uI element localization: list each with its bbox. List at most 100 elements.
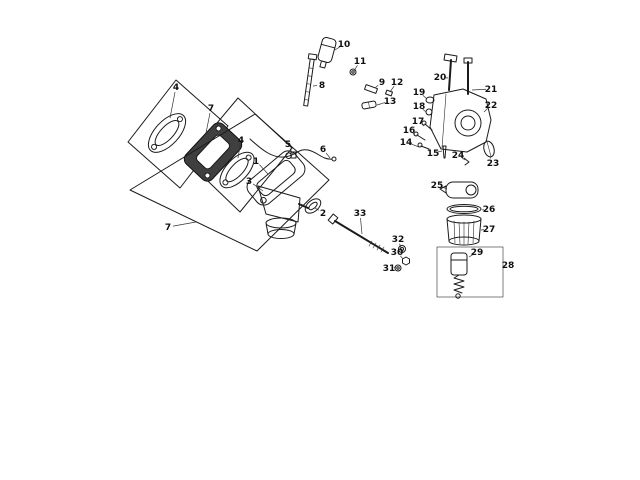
thread-tick [306,83,312,85]
panel-outline-1 [127,79,229,189]
choke-lever-plate [443,53,458,63]
thread-tick [304,99,309,101]
washer-part-31 [394,264,402,272]
callout-leader-30 [399,255,404,260]
carburetor-body-side [429,88,492,153]
flange-outer [246,150,306,206]
callout-label-20: 20 [434,73,447,83]
bolt-thread-tick [380,246,385,253]
callout-leader-15 [437,150,443,153]
callout-label-1: 1 [253,157,259,167]
float-bowl-group [439,181,482,246]
callout-label-32: 32 [392,235,405,245]
plate-axis [486,140,492,158]
fitting-part-9 [364,84,378,94]
callout-leader-2 [314,207,319,211]
callout-label-21: 21 [485,85,498,95]
callout-leader-10 [334,46,341,51]
callout-label-29: 29 [471,248,484,258]
gasket-outer-oval [219,151,255,189]
callout-label-6: 6 [320,145,326,155]
bracket-bolt-hole [204,172,211,179]
flange-throat [256,159,296,197]
callout-leader-3 [252,183,264,192]
venturi-bore-outer [454,109,482,137]
choke-shaft [448,59,452,91]
float-pin-clip-part-24 [463,157,470,166]
carburetor-body [257,185,301,223]
float-detail [465,184,477,196]
thread-tick [307,75,313,77]
flange-bolt-hole [285,152,292,159]
spacer-line [368,101,370,109]
callout-label-8: 8 [319,81,325,91]
callout-label-25: 25 [431,181,444,191]
mounting-gasket-drawing-b [219,151,255,189]
callout-leader-32 [399,243,402,249]
callout-label-14: 14 [400,138,413,148]
gasket-bolt-hole [151,143,158,150]
callout-leader-12 [389,85,395,93]
solenoid-stem [319,60,327,69]
callout-label-27: 27 [483,225,496,235]
gasket-inner-oval [225,157,249,183]
gasket-outer-oval [304,198,322,214]
gasket-bolt-hole [176,116,183,123]
callout-label-11: 11 [354,57,367,67]
choke-link-wire [249,138,333,160]
fitting-part-12 [384,89,394,97]
callout-leader-14 [410,143,420,148]
gasket-inner-oval [308,201,318,211]
bowl-rib [467,221,470,245]
callout-leader-33 [360,217,363,235]
shaft-seal-part-19 [425,96,435,104]
bowl-rib [453,220,456,244]
callout-label-26: 26 [483,205,496,215]
screw-shaft-17 [424,123,433,131]
callout-label-17: 17 [412,117,425,127]
washer-hole-11 [351,70,355,74]
callout-label-15: 15 [427,149,440,159]
bowl-wall [478,218,482,242]
callout-leader-23 [489,156,492,159]
carburetor-side-view [413,53,495,166]
gasket-bolt-hole [245,154,252,161]
carburetor-front-view [246,138,337,239]
fitting-body [364,84,378,94]
bowl-side [293,222,297,235]
callout-leader-4 [237,144,241,159]
callout-leader-9 [374,84,379,89]
callout-label-18: 18 [413,102,426,112]
bracket-opening [195,134,231,170]
kit-box-outline-part-28 [436,246,504,298]
bowl-gasket-inner [449,205,479,213]
kit-spring [453,274,465,294]
inlet-gasket-drawing [304,198,322,214]
callout-leader-22 [483,108,488,113]
callout-label-2: 2 [320,209,326,219]
kit-solenoid-body-part-29 [450,252,468,276]
callout-label-13: 13 [384,97,397,107]
gasket-bolt-hole [222,179,229,186]
washer-part-18 [425,108,433,116]
mounting-gasket-drawing-a [147,113,187,153]
callout-leader-21 [471,88,487,91]
bowl-rib [472,220,475,244]
gasket-panel-3 [129,113,330,252]
bowl-wall [446,218,450,242]
body-detail-line [441,93,447,149]
washer-part-32 [398,245,406,253]
callout-label-7: 7 [208,104,214,114]
callout-label-10: 10 [338,40,351,50]
thread-tick [305,91,310,93]
float-part-25 [445,181,479,199]
thread-tick [308,67,314,69]
wire-hook-end [331,156,337,162]
mounting-bracket-drawing [183,122,243,182]
screw-shaft-16 [416,134,426,141]
callout-label-28: 28 [502,261,515,271]
callout-leader-16 [412,132,417,137]
bowl-flange [265,217,297,229]
fuel-inlet-stub [298,203,309,209]
callout-leader-4 [169,91,176,119]
